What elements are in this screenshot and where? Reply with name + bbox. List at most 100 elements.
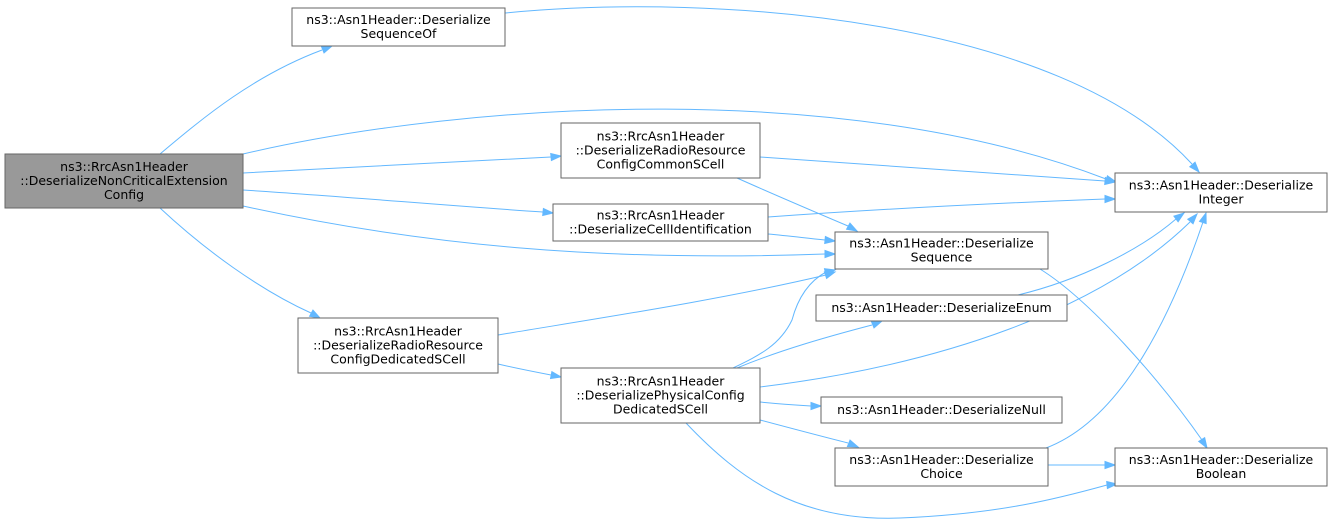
edge-seqof-to-integer (504, 6, 1200, 174)
edge-arrowhead (824, 235, 837, 245)
edge-line (685, 422, 1108, 519)
edge-line (1017, 218, 1177, 296)
node-box[interactable] (834, 231, 1049, 270)
edge-arrowhead (320, 45, 334, 54)
node-label-line: ns3::RrcAsn1Header (334, 324, 463, 339)
node-label-line: ns3::RrcAsn1Header (597, 374, 726, 389)
edge-rrdedicated-to-physcfg (497, 363, 563, 380)
edge-arrowhead (549, 370, 563, 380)
edge-arrowhead (1188, 161, 1200, 174)
node-rrdedicated[interactable]: ns3::RrcAsn1Header::DeserializeRadioReso… (297, 317, 499, 374)
node-label-line: ::DeserializePhysicalConfig (576, 388, 744, 403)
edge-arrowhead (810, 401, 823, 411)
edge-arrowhead (846, 439, 860, 448)
edge-arrowhead (1186, 212, 1198, 225)
node-root[interactable]: ns3::RrcAsn1Header::DeserializeNonCritic… (4, 153, 244, 209)
edge-arrowhead (870, 320, 884, 329)
node-label-line: ns3::RrcAsn1Header (597, 129, 726, 144)
node-label-line: Config (104, 187, 144, 202)
node-enum[interactable]: ns3::Asn1Header::DeserializeEnum (815, 294, 1068, 322)
edge-line (759, 419, 849, 444)
edge-line (159, 49, 323, 155)
edge-root-to-seqof (159, 45, 334, 155)
edge-line (497, 363, 552, 376)
nodes-layer: ns3::RrcAsn1Header::DeserializeNonCritic… (4, 7, 1328, 487)
node-label-line: ConfigDedicatedSCell (330, 352, 465, 367)
node-label-line: Boolean (1196, 466, 1247, 481)
node-cellid[interactable]: ns3::RrcAsn1Header::DeserializeCellIdent… (552, 203, 769, 242)
edge-line (242, 156, 552, 174)
edge-arrowhead (1104, 176, 1117, 186)
node-label-line: ns3::Asn1Header::DeserializeNull (837, 402, 1046, 417)
edge-root-to-sequence (242, 205, 837, 259)
edge-physcfg-to-enum (736, 320, 884, 369)
edge-arrowhead (1197, 436, 1208, 450)
node-label-line: SequenceOf (361, 26, 437, 41)
edge-line (242, 108, 1107, 180)
node-box[interactable] (560, 367, 761, 424)
node-label-line: ns3::RrcAsn1Header (60, 159, 189, 174)
edge-physcfg-to-boolean (685, 422, 1119, 519)
edge-rrdedicated-to-sequence (497, 271, 837, 336)
node-label-line: ns3::Asn1Header::Deserialize (849, 452, 1034, 467)
edge-arrowhead (542, 207, 555, 217)
node-box[interactable] (834, 447, 1049, 487)
edge-rrcommon-to-sequence (736, 177, 859, 232)
node-label-line: ConfigCommonSCell (597, 157, 725, 172)
edge-line (759, 156, 1106, 182)
edge-root-to-rrdedicated (159, 207, 322, 319)
edge-arrowhead (308, 309, 322, 319)
edge-arrowhead (1104, 194, 1117, 204)
edge-choice-to-integer (1045, 211, 1207, 449)
edge-arrowhead (550, 152, 563, 162)
edge-choice-to-boolean (1048, 460, 1117, 470)
node-box[interactable] (291, 7, 506, 47)
edge-arrowhead (1173, 212, 1186, 223)
edge-line (759, 221, 1191, 388)
node-label-line: ::DeserializeRadioResource (313, 338, 483, 353)
node-box[interactable] (560, 122, 761, 179)
edge-arrowhead (1198, 211, 1207, 225)
edge-arrowhead (823, 268, 837, 277)
edge-arrowhead (824, 249, 837, 259)
edge-line (732, 271, 827, 369)
node-null[interactable]: ns3::Asn1Header::DeserializeNull (820, 396, 1063, 424)
node-label-line: ns3::Asn1Header::DeserializeEnum (831, 300, 1051, 315)
edge-line (242, 205, 826, 257)
node-box[interactable] (552, 203, 769, 242)
edge-line (504, 6, 1193, 165)
node-label-line: ::DeserializeNonCriticalExtension (20, 173, 227, 188)
edge-arrowhead (845, 222, 859, 232)
edges-layer (159, 6, 1208, 519)
edge-line (767, 233, 826, 241)
node-box[interactable] (297, 317, 499, 374)
node-label-line: ns3::Asn1Header::Deserialize (306, 12, 491, 27)
node-box[interactable] (1114, 447, 1328, 487)
edge-cellid-to-sequence (767, 233, 837, 245)
node-box[interactable] (820, 396, 1063, 424)
node-label-line: Integer (1199, 192, 1245, 207)
edge-line (736, 324, 873, 369)
node-box[interactable] (1114, 172, 1328, 213)
edge-arrowhead (1104, 460, 1117, 470)
edge-line (497, 274, 827, 336)
node-rrcommon[interactable]: ns3::RrcAsn1Header::DeserializeRadioReso… (560, 122, 761, 179)
edge-arrowhead (1106, 480, 1119, 490)
node-label-line: ns3::Asn1Header::Deserialize (1129, 178, 1314, 193)
edge-rrcommon-to-integer (759, 156, 1117, 186)
edge-physcfg-to-null (759, 401, 823, 411)
edge-physcfg-to-choice (759, 419, 860, 448)
node-physcfg[interactable]: ns3::RrcAsn1Header::DeserializePhysicalC… (560, 367, 761, 424)
node-box[interactable] (4, 153, 244, 209)
edge-root-to-rrcommon (242, 152, 563, 174)
node-label-line: ::DeserializeRadioResource (576, 143, 746, 158)
edge-line (242, 189, 544, 213)
node-box[interactable] (815, 294, 1068, 322)
edge-physcfg-to-integer (759, 212, 1198, 388)
